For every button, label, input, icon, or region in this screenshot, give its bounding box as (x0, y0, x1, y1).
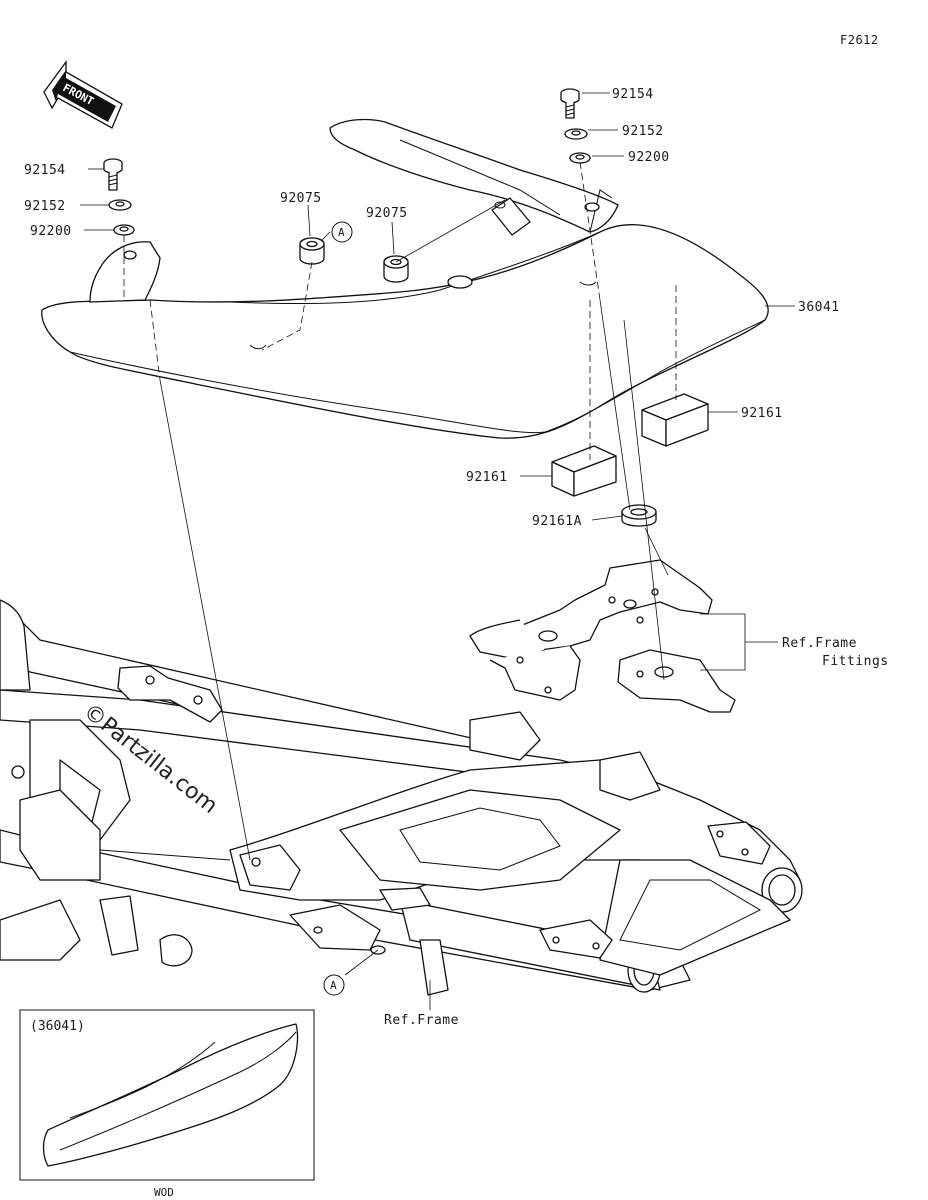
ref-frame-fittings-label-line1: Ref.Frame (782, 636, 857, 651)
grommet-92161a-icon (621, 504, 657, 527)
bolt-92154-left-icon (103, 158, 123, 191)
grommet-92075-a-icon (299, 237, 325, 265)
assembly-lines (80, 92, 795, 1010)
washer-92152-right-icon (564, 128, 588, 140)
part-label-92154-right: 92154 (612, 87, 654, 102)
frame-fittings-bracket (469, 559, 736, 713)
callout-a-1: A (331, 221, 353, 243)
part-label-92161a: 92161A (532, 514, 582, 529)
part-label-92075-b: 92075 (366, 206, 408, 221)
part-label-36041: 36041 (798, 300, 840, 315)
variant-part-label: (36041) (30, 1019, 85, 1034)
variant-seat-cover-icon (42, 1023, 299, 1167)
callout-a-2-letter: A (330, 979, 337, 992)
figure-code: F2612 (840, 33, 879, 47)
ref-frame-fittings-label-line2: Fittings (822, 654, 889, 669)
washer-92200-right-icon (569, 152, 591, 164)
seat-cover-36041 (41, 118, 769, 439)
callout-a-2: A (323, 974, 345, 996)
front-arrow-icon: FRONT (43, 60, 123, 129)
part-label-92161-left: 92161 (466, 470, 508, 485)
rear-frame (0, 599, 803, 996)
part-label-92152-left: 92152 (24, 199, 66, 214)
part-label-92075-a: 92075 (280, 191, 322, 206)
part-label-92161-right: 92161 (741, 406, 783, 421)
callout-a-1-letter: A (338, 226, 345, 239)
variant-code: WOD (154, 1186, 174, 1199)
variant-inset-box: (36041) WOD (19, 1009, 315, 1199)
washer-92152-left-icon (108, 199, 132, 211)
pad-92161-right-icon (641, 393, 709, 447)
pad-92161-left-icon (551, 445, 617, 497)
part-label-92152-right: 92152 (622, 124, 664, 139)
grommet-92075-b-icon (383, 255, 409, 283)
part-label-92200-left: 92200 (30, 224, 72, 239)
part-label-92154-left: 92154 (24, 163, 66, 178)
bolt-92154-right-icon (560, 88, 580, 119)
washer-92200-left-icon (113, 224, 135, 236)
ref-frame-label: Ref.Frame (384, 1013, 459, 1028)
part-label-92200-right: 92200 (628, 150, 670, 165)
